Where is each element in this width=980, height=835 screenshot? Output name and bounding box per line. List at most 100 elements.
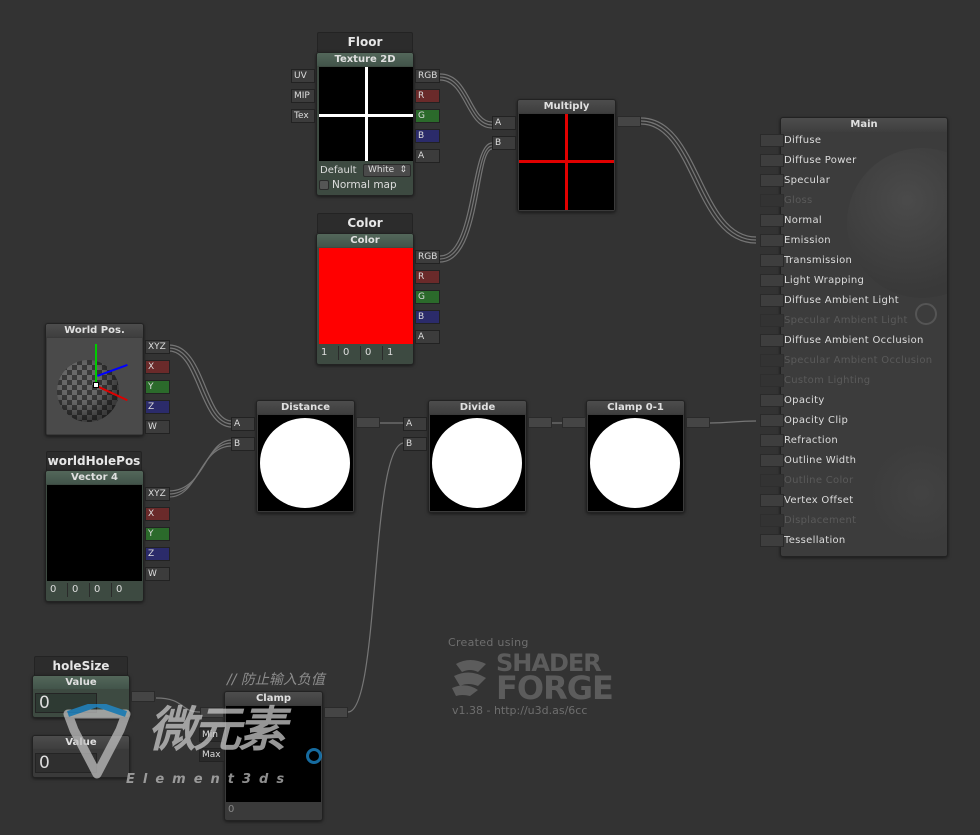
world-hole-pos-box[interactable]: Vector 4 0 0 0 0 xyxy=(45,470,144,602)
main-port-transmission[interactable] xyxy=(760,254,784,267)
color-value-b[interactable]: 0 xyxy=(361,346,383,360)
color-value-g[interactable]: 0 xyxy=(339,346,361,360)
clamp-output[interactable] xyxy=(324,707,348,718)
clamp-input-max[interactable]: Max xyxy=(199,748,225,762)
divide-input-b[interactable]: B xyxy=(403,437,427,451)
color-box[interactable]: Color 1 0 0 1 xyxy=(316,233,414,365)
main-input-opacity[interactable]: Opacity xyxy=(760,391,825,410)
hole-pos-value-z[interactable]: 0 xyxy=(90,583,112,597)
floor-input-mip[interactable]: MIP xyxy=(291,89,315,103)
color-output-r[interactable]: R xyxy=(415,270,440,284)
main-input-transmission[interactable]: Transmission xyxy=(760,251,852,270)
main-port-tessellation[interactable] xyxy=(760,534,784,547)
main-label-diffuse-ambient-occlusion: Diffuse Ambient Occlusion xyxy=(784,335,924,346)
distance-input-b[interactable]: B xyxy=(231,437,255,451)
version-label: v1.38 - http://u3d.as/6cc xyxy=(452,704,588,717)
main-port-diffuse-ambient-occlusion[interactable] xyxy=(760,334,784,347)
shader-wordmark: SHADER xyxy=(496,649,602,677)
world-pos-output-y[interactable]: Y xyxy=(145,380,170,394)
value2-input[interactable]: 0 xyxy=(35,753,97,773)
multiply-input-a[interactable]: A xyxy=(492,116,516,130)
comment-label: // 防止输入负值 xyxy=(227,672,325,688)
main-port-light-wrapping[interactable] xyxy=(760,274,784,287)
multiply-box[interactable]: Multiply xyxy=(517,99,616,212)
clamp01-output[interactable] xyxy=(686,417,710,428)
world-pos-output-x[interactable]: X xyxy=(145,360,170,374)
main-input-emission[interactable]: Emission xyxy=(760,231,831,250)
main-port-diffuse-ambient-light[interactable] xyxy=(760,294,784,307)
clamp-input[interactable] xyxy=(200,707,224,718)
element3ds-watermark: 微元素 Element3ds xyxy=(62,700,332,795)
main-input-tessellation[interactable]: Tessellation xyxy=(760,531,846,550)
world-pos-output-xyz[interactable]: XYZ xyxy=(145,340,170,354)
main-input-outline-width[interactable]: Outline Width xyxy=(760,451,856,470)
color-value-r[interactable]: 1 xyxy=(317,346,339,360)
multiply-input-b[interactable]: B xyxy=(492,136,516,150)
color-value-a[interactable]: 1 xyxy=(387,347,394,358)
clamp01-input[interactable] xyxy=(562,417,586,428)
distance-output[interactable] xyxy=(356,417,380,428)
chevron-updown-icon: ⇕ xyxy=(399,165,407,175)
floor-box[interactable]: Texture 2D Default White ⇕ Normal map xyxy=(316,52,414,196)
clamp01-box[interactable]: Clamp 0-1 xyxy=(586,400,685,513)
distance-input-a[interactable]: A xyxy=(231,417,255,431)
main-port-opacity-clip[interactable] xyxy=(760,414,784,427)
color-output-g[interactable]: G xyxy=(415,290,440,304)
main-port-opacity[interactable] xyxy=(760,394,784,407)
hole-pos-value-y[interactable]: 0 xyxy=(68,583,90,597)
floor-input-uv[interactable]: UV xyxy=(291,69,315,83)
main-port-diffuse-power[interactable] xyxy=(760,154,784,167)
distance-box[interactable]: Distance xyxy=(256,400,355,513)
divide-input-a[interactable]: A xyxy=(403,417,427,431)
main-input-normal[interactable]: Normal xyxy=(760,211,822,230)
clamp-box[interactable]: Clamp 0 xyxy=(224,691,323,821)
world-pos-output-w[interactable]: W xyxy=(145,420,170,434)
multiply-output[interactable] xyxy=(617,116,641,127)
main-input-light-wrapping[interactable]: Light Wrapping xyxy=(760,271,864,290)
color-output-b[interactable]: B xyxy=(415,310,440,324)
floor-output-a[interactable]: A xyxy=(415,149,440,163)
main-port-diffuse[interactable] xyxy=(760,134,784,147)
hole-pos-output-x[interactable]: X xyxy=(145,507,170,521)
divide-box[interactable]: Divide xyxy=(428,400,527,513)
main-port-specular[interactable] xyxy=(760,174,784,187)
main-input-diffuse-power[interactable]: Diffuse Power xyxy=(760,151,857,170)
floor-output-b[interactable]: B xyxy=(415,129,440,143)
main-port-refraction[interactable] xyxy=(760,434,784,447)
main-port-normal[interactable] xyxy=(760,214,784,227)
hole-pos-output-z[interactable]: Z xyxy=(145,547,170,561)
hole-pos-value-x[interactable]: 0 xyxy=(46,583,68,597)
floor-output-r[interactable]: R xyxy=(415,89,440,103)
main-input-specular[interactable]: Specular xyxy=(760,171,830,190)
hole-pos-output-w[interactable]: W xyxy=(145,567,170,581)
main-input-diffuse-ambient-light[interactable]: Diffuse Ambient Light xyxy=(760,291,899,310)
leaf-pattern-icon xyxy=(871,438,947,548)
hole-pos-output-y[interactable]: Y xyxy=(145,527,170,541)
floor-output-rgb[interactable]: RGB xyxy=(415,69,440,83)
main-input-opacity-clip[interactable]: Opacity Clip xyxy=(760,411,848,430)
main-port-outline-width[interactable] xyxy=(760,454,784,467)
main-input-diffuse[interactable]: Diffuse xyxy=(760,131,821,150)
clamp-value[interactable]: 0 xyxy=(228,804,235,815)
world-pos-output-z[interactable]: Z xyxy=(145,400,170,414)
hole-size-output[interactable] xyxy=(131,691,155,702)
floor-output-g[interactable]: G xyxy=(415,109,440,123)
main-box[interactable]: Main xyxy=(780,117,948,557)
clamp-input-min[interactable]: Min xyxy=(199,728,225,742)
color-output-a[interactable]: A xyxy=(415,330,440,344)
world-pos-box[interactable]: World Pos. xyxy=(45,323,144,436)
color-swatch[interactable] xyxy=(319,248,413,344)
main-input-refraction[interactable]: Refraction xyxy=(760,431,838,450)
main-input-diffuse-ambient-occlusion[interactable]: Diffuse Ambient Occlusion xyxy=(760,331,924,350)
hole-pos-output-xyz[interactable]: XYZ xyxy=(145,487,170,501)
floor-input-tex[interactable]: Tex xyxy=(291,109,315,123)
main-port-vertex-offset[interactable] xyxy=(760,494,784,507)
color-output-rgb[interactable]: RGB xyxy=(415,250,440,264)
floor-default-dropdown[interactable]: White ⇕ xyxy=(363,164,411,177)
divide-output[interactable] xyxy=(528,417,552,428)
hole-pos-value-w[interactable]: 0 xyxy=(116,584,123,595)
main-input-vertex-offset[interactable]: Vertex Offset xyxy=(760,491,853,510)
normal-map-checkbox[interactable] xyxy=(319,180,329,190)
main-port-emission[interactable] xyxy=(760,234,784,247)
